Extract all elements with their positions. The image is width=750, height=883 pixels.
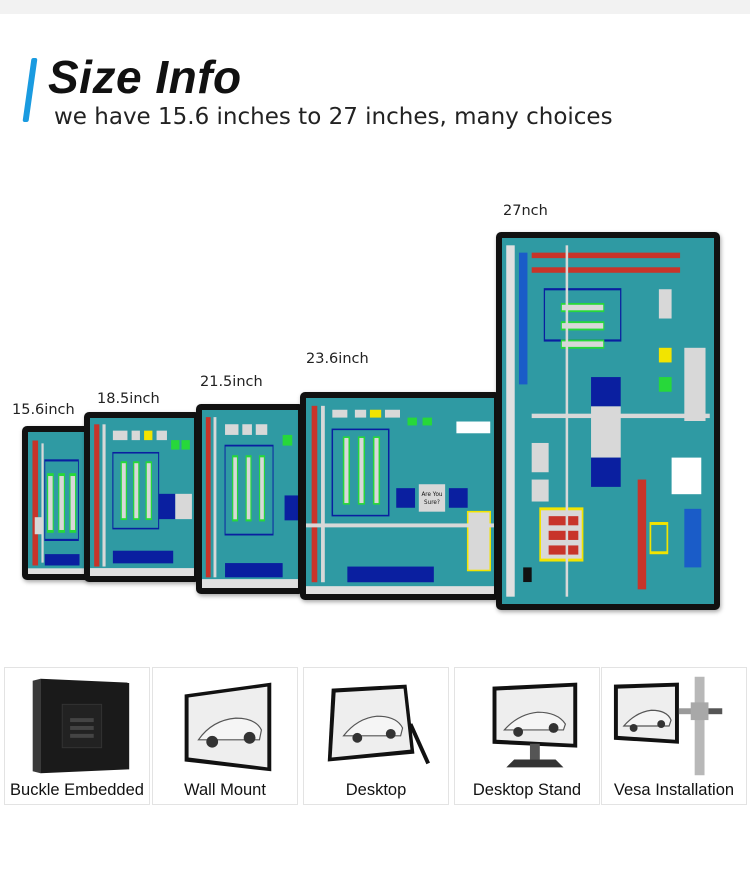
size-label-27: 27nch [503,203,548,219]
monitor-15-6 [22,426,90,580]
scada-screen-graphic [28,432,84,574]
buckle-embedded-image [13,674,141,778]
monitor-vesa-icon [613,676,723,776]
page-title: Size Info [48,51,242,103]
desktop-stand-image [463,674,591,778]
mount-tile-wall-mount[interactable]: Wall Mount [152,667,298,805]
monitor-27 [496,232,720,610]
vesa-installation-image [610,674,738,778]
monitor-back-icon [32,678,130,774]
monitor-car-icon [492,682,578,768]
mount-tile-desktop[interactable]: Desktop [303,667,449,805]
scada-screen-graphic [90,418,194,576]
mount-tile-desktop-stand[interactable]: Desktop Stand [454,667,600,805]
size-label-15-6: 15.6inch [12,402,75,418]
mount-caption: Buckle Embedded [10,781,144,799]
monitor-23-6: Are You Sure? [300,392,500,600]
monitor-screen [202,410,298,588]
scada-screen-graphic [202,410,298,588]
monitor-car-icon [184,682,272,772]
size-label-18-5: 18.5inch [97,391,160,407]
svg-text:Sure?: Sure? [424,500,440,506]
monitor-screen [502,238,714,604]
scada-screen-graphic: Are You Sure? [306,398,494,594]
monitor-18-5 [84,412,200,582]
title-accent-bar [22,58,38,122]
mount-caption: Desktop Stand [472,781,582,799]
monitor-21-5 [196,404,304,594]
mount-caption: Desktop [345,781,407,799]
desktop-image [312,674,440,778]
page-subtitle: we have 15.6 inches to 27 inches, many c… [54,104,613,130]
mount-caption: Wall Mount [184,781,266,799]
monitor-car-icon [327,684,430,765]
mount-tile-vesa-installation[interactable]: Vesa Installation [601,667,747,805]
scada-screen-graphic [502,238,714,604]
mount-caption: Vesa Installation [613,781,735,799]
monitor-screen [90,418,194,576]
monitor-screen [28,432,84,574]
top-band [0,0,750,14]
size-label-21-5: 21.5inch [200,374,263,390]
monitor-screen: Are You Sure? [306,398,494,594]
svg-text:Are You: Are You [421,492,442,498]
size-label-23-6: 23.6inch [306,351,369,367]
wall-mount-image [161,674,289,778]
mount-tile-buckle-embedded[interactable]: Buckle Embedded [4,667,150,805]
